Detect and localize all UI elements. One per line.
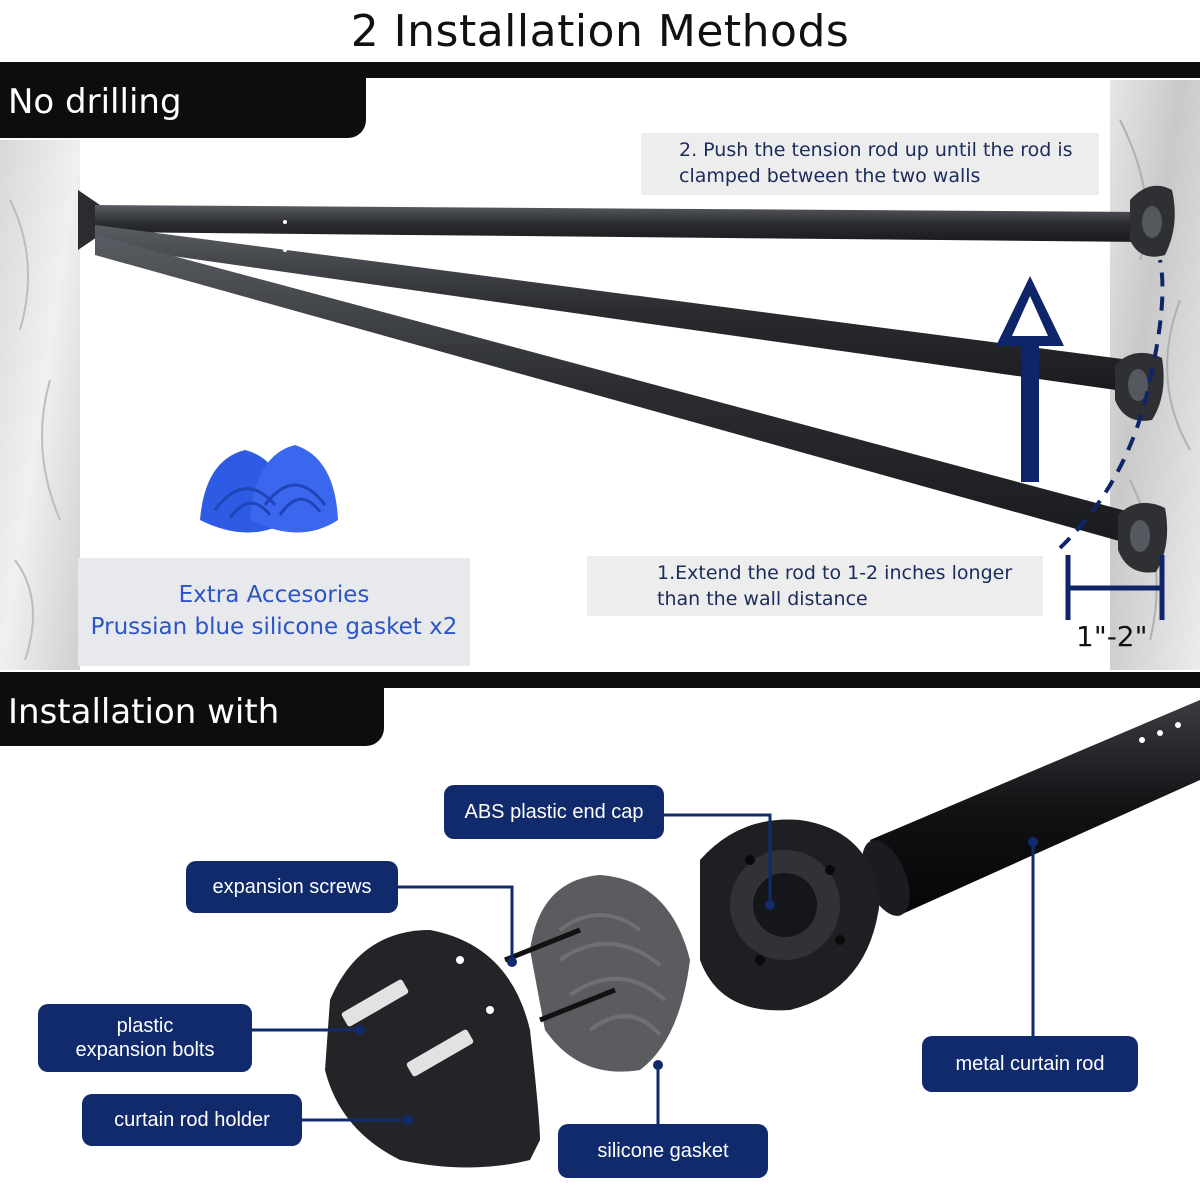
end-cap-shape [700,819,880,1011]
accessory-description: Prussian blue silicone gasket x2 [90,614,458,640]
rod-middle [95,225,1130,392]
right-end-cap-top [1130,185,1175,257]
step-1-note: 1.Extend the rod to 1-2 inches longer th… [587,556,1043,616]
right-end-cap-bottom [1118,502,1168,573]
section-header-no-drilling: No drilling installation [0,62,366,202]
step-2-note: 2. Push the tension rod up until the rod… [641,133,1099,195]
drilling-illustration [252,700,1200,1168]
dimension-label: 1"-2" [1076,620,1148,653]
blue-gasket-icon [200,445,338,533]
silicone-gasket-shape [504,875,690,1072]
label-curtain-rod-holder: curtain rod holder [82,1094,302,1146]
push-up-arrow-icon [996,276,1064,482]
accessory-panel: Extra Accesories Prussian blue silicone … [78,558,470,666]
no-drilling-illustration [0,80,1200,670]
accessory-title: Extra Accesories [178,582,370,608]
label-end-cap: ABS plastic end cap [444,785,664,839]
metal-rod-shape [870,700,1200,915]
label-metal-curtain-rod: metal curtain rod [922,1036,1138,1092]
leader-expansion-screws [395,885,514,962]
left-end-cap [78,190,100,250]
rod-bottom [95,235,1130,544]
dimension-marker [1065,555,1165,620]
label-plastic-line2: expansion bolts [75,1039,215,1061]
right-end-cap-middle [1115,352,1164,421]
left-wall [0,140,80,670]
rod-holder-shape [325,930,540,1168]
label-expansion-screws: expansion screws [186,861,398,913]
rod-top [95,205,1150,242]
section-header-drilling: Installation with drilling [0,672,384,812]
label-silicone-gasket: silicone gasket [558,1124,768,1178]
page-title: 2 Installation Methods [350,6,850,57]
leader-end-cap [662,813,772,905]
label-plastic-expansion-bolts: plastic expansion bolts [38,1004,252,1072]
rotation-path-dashed [1058,259,1165,550]
label-plastic-line1: plastic [116,1015,174,1037]
